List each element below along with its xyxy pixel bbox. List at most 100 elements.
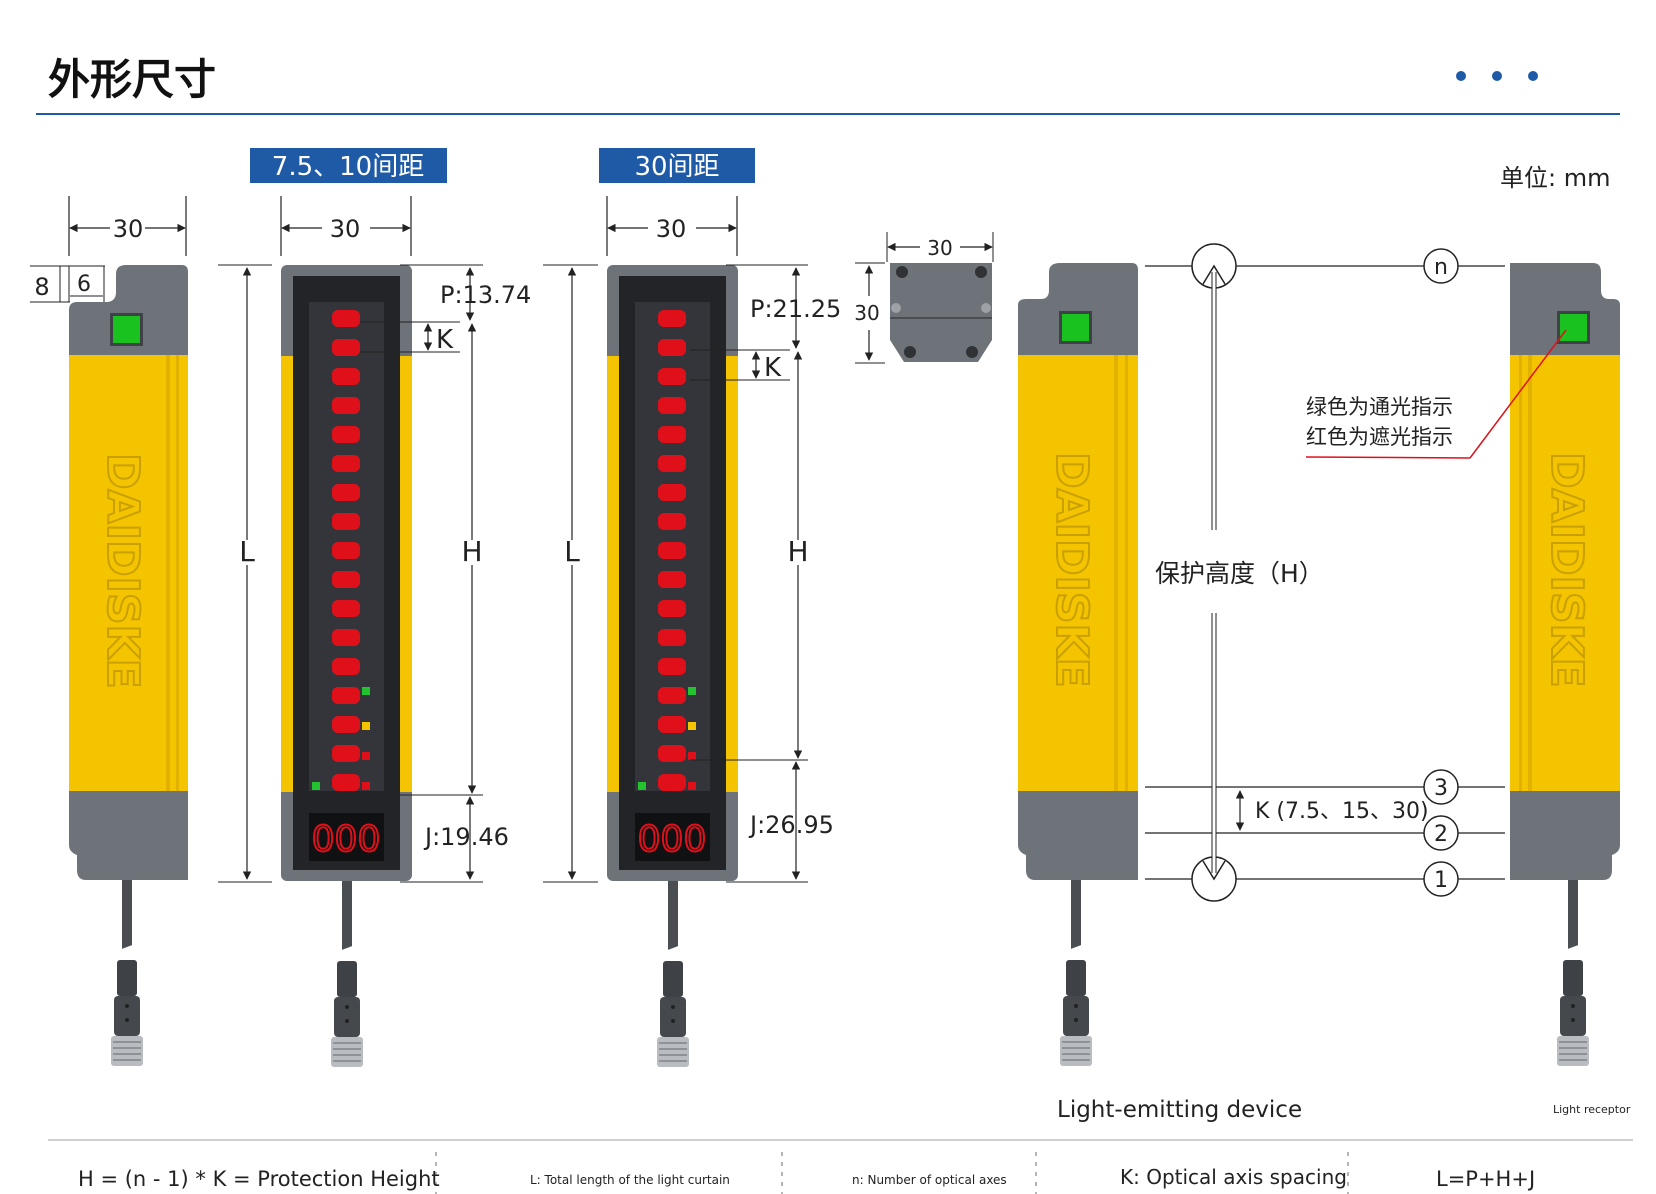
header-dot — [1456, 71, 1466, 81]
status-led — [688, 782, 696, 790]
led-segment — [332, 600, 360, 617]
k-spacing-label: K (7.5、15、30) — [1255, 799, 1429, 824]
indicator-callout: 绿色为通光指示 红色为遮光指示 — [1305, 329, 1567, 459]
led-segment — [332, 629, 360, 646]
led-segment — [658, 774, 686, 791]
led-segment — [658, 310, 686, 327]
led-segment — [332, 745, 360, 762]
status-led — [312, 782, 320, 790]
led-segment — [332, 426, 360, 443]
front-view-a: 7.5、10间距 30 000 L P:13.74 K H J:19.46 — [218, 148, 531, 883]
end-width-label: 30 — [927, 236, 952, 260]
footer-separators — [435, 1152, 1349, 1194]
led-segment — [658, 600, 686, 617]
tag-a: 7.5、10间距 — [272, 152, 424, 182]
protect-height-label: 保护高度（H） — [1155, 559, 1324, 588]
led-segment — [332, 455, 360, 472]
axis-n: n — [1434, 255, 1448, 280]
b-H-label: H — [787, 535, 808, 568]
b-P-label: P:21.25 — [750, 295, 841, 323]
led-segment — [658, 745, 686, 762]
b-J-label: J:26.95 — [748, 811, 834, 839]
axis-1: 1 — [1434, 868, 1448, 893]
led-segment — [332, 542, 360, 559]
tag-a-bg — [250, 148, 447, 183]
emitter-brand: DAIDISKE — [1046, 452, 1097, 688]
a-J-label: J:19.46 — [423, 823, 509, 851]
led-segment — [658, 687, 686, 704]
led-segment — [658, 658, 686, 675]
side-dim-6: 6 — [77, 272, 91, 297]
header-dot — [1492, 71, 1502, 81]
emitter-label: Light-emitting device — [1057, 1097, 1302, 1123]
status-led — [362, 752, 370, 760]
page-title: 外形尺寸 — [48, 55, 216, 104]
b-L-label: L — [564, 535, 580, 568]
display-b: 000 — [638, 819, 707, 860]
led-segment — [658, 571, 686, 588]
status-led — [362, 782, 370, 790]
side-view: 30 8 6 DAIDISKE — [30, 196, 188, 880]
led-segment — [658, 629, 686, 646]
footer-item-3: n: Number of optical axes — [852, 1173, 1007, 1187]
front-view-b: 30间距 30 000 L P:21.25 K H J:26.95 — [543, 148, 841, 883]
receiver-brand: DAIDISKE — [1541, 452, 1592, 688]
led-segment — [332, 774, 360, 791]
tag-b: 30间距 — [634, 152, 719, 182]
emitter-unit: DAIDISKE — [1018, 263, 1138, 880]
a-P-label: P:13.74 — [440, 281, 531, 309]
callout-line-1: 绿色为通光指示 — [1306, 395, 1453, 419]
status-led — [638, 782, 646, 790]
optical-axes: 保护高度（H） K (7.5、15、30) n 3 2 1 — [1145, 243, 1505, 902]
axis-2: 2 — [1434, 822, 1448, 847]
status-led — [362, 722, 370, 730]
led-segment — [658, 484, 686, 501]
tag-b-bg — [599, 148, 755, 183]
a-H-label: H — [461, 535, 482, 568]
led-segment — [658, 513, 686, 530]
footer-item-5: L=P+H+J — [1436, 1167, 1535, 1191]
led-segment — [332, 484, 360, 501]
led-segment — [658, 455, 686, 472]
status-led — [688, 752, 696, 760]
a-K-label: K — [436, 325, 454, 355]
led-segment — [332, 687, 360, 704]
led-segment — [332, 310, 360, 327]
a-L-label: L — [239, 535, 255, 568]
footer-item-1: H = (n - 1) * K = Protection Height — [78, 1167, 440, 1191]
side-brand: DAIDISKE — [97, 453, 148, 689]
led-segment — [332, 339, 360, 356]
led-segment — [658, 339, 686, 356]
status-led — [688, 687, 696, 695]
receiver-label: Light receptor — [1553, 1103, 1631, 1116]
callout-line-2: 红色为遮光指示 — [1306, 425, 1453, 449]
a-width-label: 30 — [330, 215, 361, 243]
b-K-label: K — [764, 353, 782, 383]
side-dim-8: 8 — [34, 273, 49, 301]
footer-item-2: L: Total length of the light curtain — [530, 1173, 730, 1187]
led-segment — [658, 716, 686, 733]
side-width-label: 30 — [113, 215, 144, 243]
b-width-label: 30 — [656, 215, 687, 243]
led-segment — [658, 368, 686, 385]
footer-item-4: K: Optical axis spacing — [1120, 1165, 1347, 1189]
receiver-unit: DAIDISKE — [1510, 263, 1620, 880]
led-segment — [658, 426, 686, 443]
led-segment — [332, 571, 360, 588]
status-led — [688, 722, 696, 730]
led-segment — [332, 368, 360, 385]
led-segment — [658, 542, 686, 559]
axis-3: 3 — [1434, 776, 1448, 801]
led-segment — [332, 397, 360, 414]
led-segment — [332, 513, 360, 530]
header-dot — [1528, 71, 1538, 81]
display-a: 000 — [312, 819, 381, 860]
led-segment — [332, 716, 360, 733]
unit-label: 单位: mm — [1500, 164, 1610, 192]
led-segment — [658, 397, 686, 414]
end-height-label: 30 — [854, 301, 879, 325]
led-segment — [332, 658, 360, 675]
status-led — [362, 687, 370, 695]
end-view: 30 30 — [854, 232, 994, 364]
